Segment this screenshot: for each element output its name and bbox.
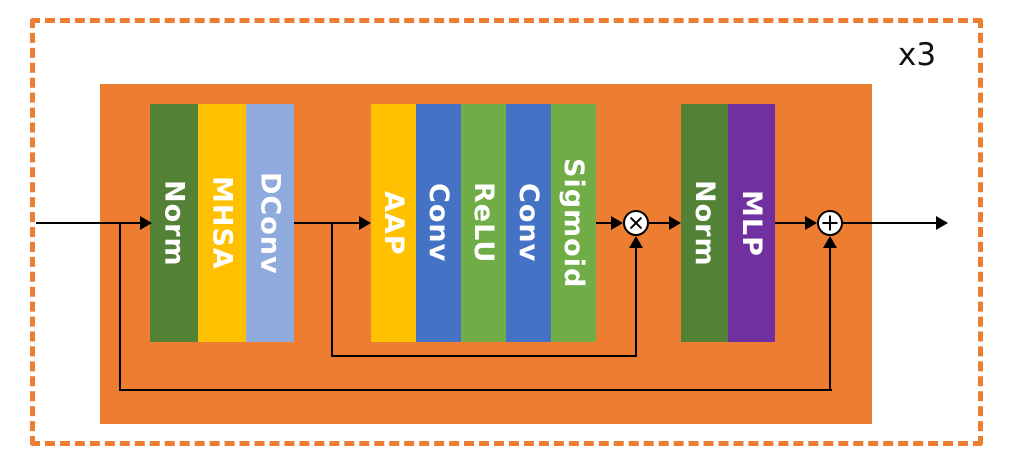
arrowhead-output-icon bbox=[936, 216, 948, 230]
flow-line-g3-add bbox=[775, 222, 805, 224]
block-conv-2: Conv bbox=[506, 104, 551, 342]
arrowhead-mult-icon bbox=[611, 216, 623, 230]
circled-times-icon bbox=[623, 210, 649, 236]
block-aap: AAP bbox=[371, 104, 416, 342]
arrowhead-g3-icon bbox=[669, 216, 681, 230]
block-conv-1: Conv bbox=[416, 104, 461, 342]
block-sigmoid: Sigmoid bbox=[551, 104, 596, 342]
residual-up-line bbox=[829, 248, 831, 391]
block-mhsa-label: MHSA bbox=[206, 176, 238, 270]
block-norm-2: Norm bbox=[681, 104, 728, 342]
elementwise-multiply-node bbox=[623, 210, 649, 236]
block-relu-label: ReLU bbox=[468, 182, 499, 264]
repeat-count-label: x3 bbox=[898, 37, 937, 73]
elementwise-add-node bbox=[817, 210, 843, 236]
block-norm: Norm bbox=[150, 104, 198, 342]
block-mhsa: MHSA bbox=[198, 104, 246, 342]
block-norm-2-label: Norm bbox=[689, 179, 720, 267]
block-dconv: DConv bbox=[246, 104, 294, 342]
arrowhead-skip-mult-icon bbox=[629, 236, 643, 248]
flow-line-mult-g3 bbox=[649, 222, 669, 224]
skip-mult-bottom-line bbox=[331, 355, 637, 357]
residual-down-line bbox=[119, 223, 121, 391]
residual-bottom-line bbox=[119, 389, 832, 391]
block-dconv-label: DConv bbox=[254, 171, 286, 275]
block-conv-1-label: Conv bbox=[423, 183, 454, 263]
flow-line-g2-mult bbox=[596, 222, 611, 224]
circled-plus-icon bbox=[817, 210, 843, 236]
arrowhead-g2-icon bbox=[359, 216, 371, 230]
block-mlp: MLP bbox=[728, 104, 775, 342]
block-aap-label: AAP bbox=[378, 190, 409, 256]
input-flow-line bbox=[36, 222, 140, 224]
flow-line-g1-g2 bbox=[294, 222, 359, 224]
arrowhead-add-icon bbox=[805, 216, 817, 230]
skip-mult-up-line bbox=[635, 248, 637, 357]
block-relu: ReLU bbox=[461, 104, 506, 342]
dashed-repeat-frame bbox=[30, 18, 983, 446]
skip-mult-down-line bbox=[331, 223, 333, 357]
output-flow-line bbox=[843, 222, 936, 224]
arrowhead-residual-icon bbox=[823, 236, 837, 248]
arrowhead-input-icon bbox=[140, 216, 152, 230]
block-norm-label: Norm bbox=[158, 179, 190, 267]
block-mlp-label: MLP bbox=[736, 189, 767, 257]
block-sigmoid-label: Sigmoid bbox=[558, 157, 589, 289]
block-conv-2-label: Conv bbox=[513, 183, 544, 263]
